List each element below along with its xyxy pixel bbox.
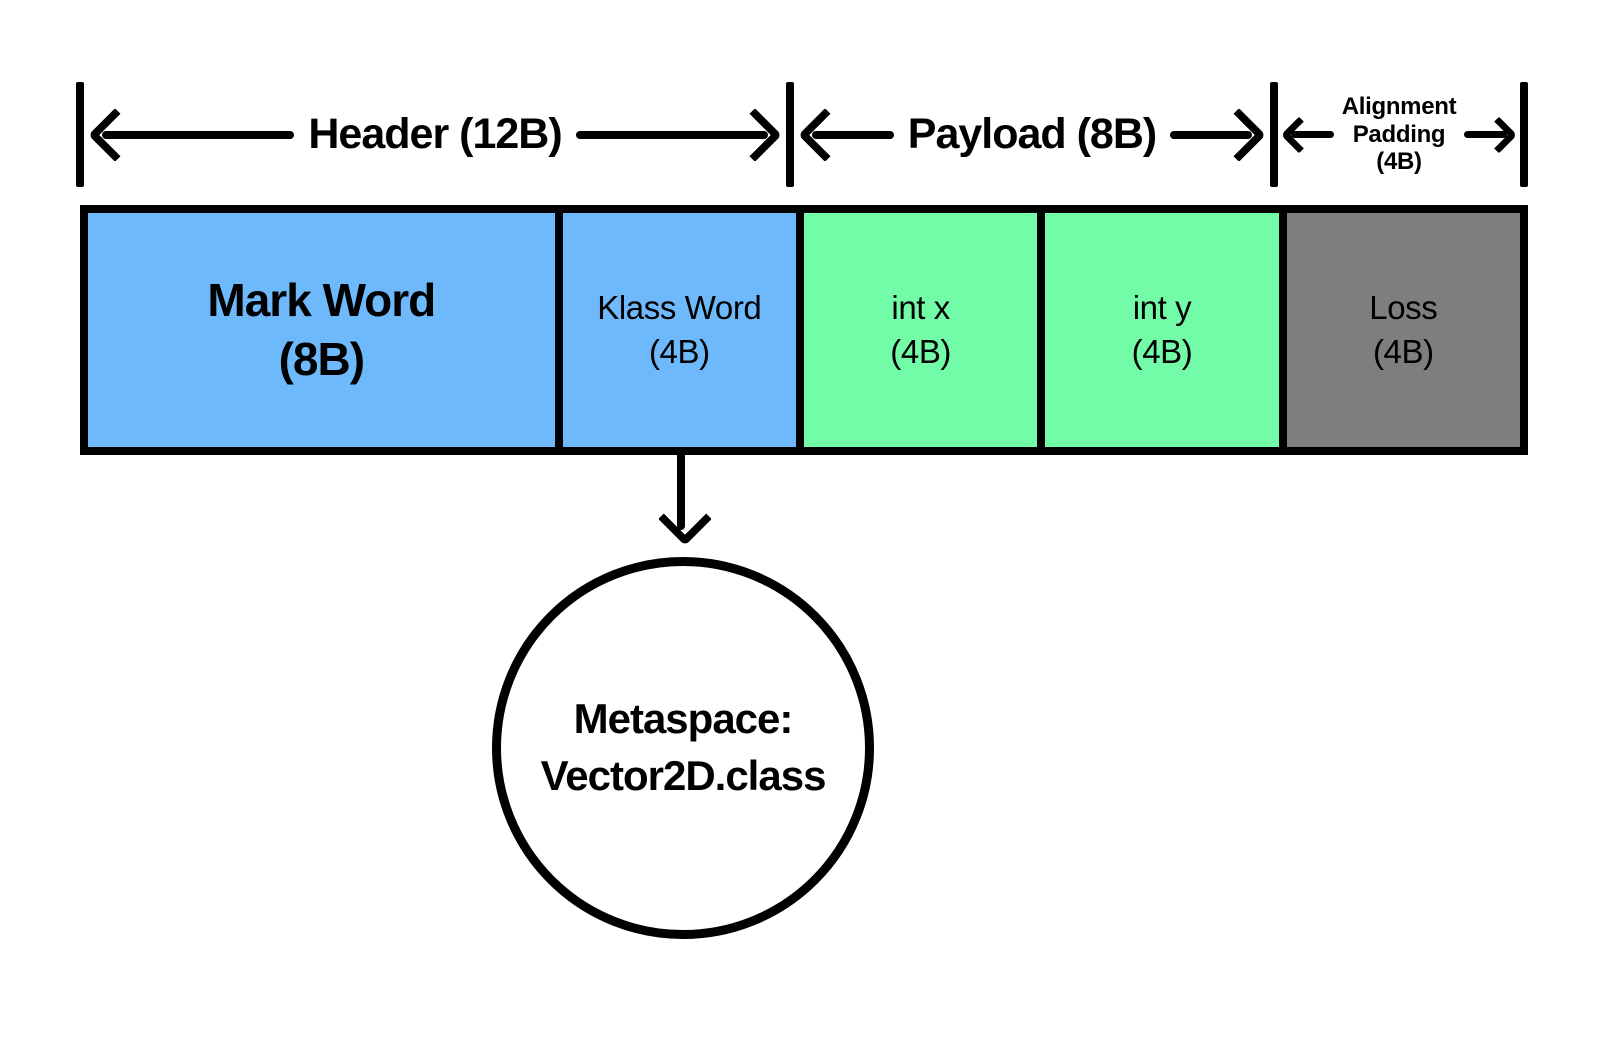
payload-span-section: Payload (8B) — [794, 82, 1270, 187]
left-arrow-icon — [88, 107, 295, 162]
cell-loss: Loss (4B) — [1286, 213, 1520, 447]
ruler-tick-right — [1520, 82, 1528, 187]
ruler-tick-left — [76, 82, 84, 187]
cell-name: int x — [891, 289, 950, 327]
cell-size: (4B) — [1131, 333, 1193, 370]
left-chevron-icon — [88, 107, 142, 162]
cell-name: Mark Word — [207, 274, 436, 327]
left-arrow-icon — [798, 107, 894, 162]
cell-int-x: int x (4B) — [804, 213, 1038, 447]
left-chevron-icon — [1280, 116, 1318, 153]
metaspace-label-line2: Vector2D.class — [540, 752, 827, 799]
header-span-label: Header (12B) — [308, 110, 562, 158]
cell-klass-word: Klass Word (4B) — [562, 213, 796, 447]
metaspace-label-line1: Metaspace: — [573, 695, 794, 743]
cell-int-y: int y (4B) — [1045, 213, 1279, 447]
cell-name: Loss — [1369, 289, 1438, 327]
arrow-shaft — [1464, 131, 1508, 138]
padding-label-line1: Alignment — [1341, 92, 1457, 120]
down-arrow-icon — [653, 450, 712, 552]
padding-label-line3: (4B) — [1376, 148, 1422, 176]
cell-mark-word: Mark Word (8B) — [88, 213, 555, 447]
memory-layout-bar: Mark Word (8B) Klass Word (4B) int x (4B… — [80, 205, 1528, 455]
right-arrow-icon — [575, 107, 782, 162]
arrow-shaft — [575, 130, 769, 139]
down-chevron-icon — [658, 492, 712, 546]
ruler-tick-payload-padding — [1270, 82, 1278, 187]
arrow-shaft — [677, 450, 685, 530]
ruler-tick-header-payload — [786, 82, 794, 187]
right-arrow-icon — [1464, 116, 1518, 153]
padding-label-line2: Padding — [1352, 120, 1446, 148]
cell-size: (4B) — [890, 333, 952, 370]
right-chevron-icon — [1480, 116, 1518, 153]
arrow-shaft — [1170, 130, 1252, 139]
byte-span-ruler: Header (12B) Payload (8B) — [76, 82, 1528, 187]
cell-name: int y — [1132, 289, 1192, 327]
payload-span-label: Payload (8B) — [907, 110, 1157, 158]
right-chevron-icon — [728, 107, 782, 162]
header-span-section: Header (12B) — [84, 82, 786, 187]
cell-size: (4B) — [1372, 333, 1434, 370]
padding-span-label: Alignment Padding (4B) — [1342, 93, 1457, 176]
metaspace-circle: Metaspace: Vector2D.class — [492, 557, 874, 939]
cell-size: (4B) — [648, 333, 710, 370]
arrow-shaft — [102, 130, 295, 139]
right-chevron-icon — [1212, 107, 1266, 162]
left-chevron-icon — [798, 107, 852, 162]
left-arrow-icon — [1280, 116, 1334, 153]
right-arrow-icon — [1170, 107, 1266, 162]
arrow-shaft — [1291, 131, 1334, 138]
arrow-shaft — [812, 130, 894, 139]
cell-name: Klass Word — [597, 289, 762, 327]
padding-span-section: Alignment Padding (4B) — [1278, 82, 1520, 187]
cell-size: (8B) — [278, 333, 365, 385]
